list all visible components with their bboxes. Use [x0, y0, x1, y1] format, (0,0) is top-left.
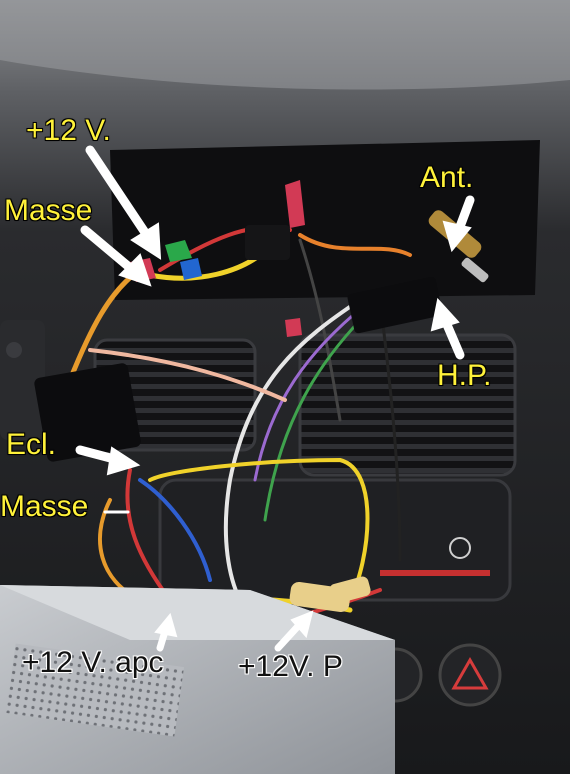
- rear-defrost-icon: [449, 537, 471, 559]
- red-terminal-top: [285, 180, 305, 228]
- light-switch-icon: [6, 342, 22, 358]
- arrow-apc-head: [154, 612, 178, 638]
- arrow-plus12v-head: [130, 222, 162, 260]
- arrow-ant-head: [442, 220, 472, 253]
- arrow-masse-top-head: [118, 253, 152, 287]
- iso-connector-black: [34, 363, 141, 462]
- dashboard-top-edge: [0, 0, 570, 90]
- arrow-p: [274, 620, 304, 652]
- green-spade-terminal: [165, 240, 192, 262]
- arrow-ecl-head: [106, 446, 141, 476]
- radio-label-sticker: [5, 643, 185, 737]
- radio-cavity: [110, 140, 540, 300]
- label-plus12v: +12 V.: [26, 114, 111, 147]
- label-masse-left: Masse: [0, 490, 89, 523]
- label-ant: Ant.: [420, 161, 474, 194]
- label-plus12v-apc: +12 V. apc: [22, 646, 164, 679]
- hazard-button: [438, 643, 502, 707]
- arrow-masse-top: [80, 225, 140, 277]
- right-air-vent: [298, 333, 517, 477]
- arrow-p-head: [290, 610, 314, 639]
- climate-control-panel: [158, 478, 512, 602]
- label-masse-top: Masse: [4, 194, 93, 227]
- speaker-connector: [347, 276, 443, 334]
- temperature-strip: [380, 570, 490, 576]
- label-hp: H.P.: [437, 359, 492, 392]
- blue-spade-terminal: [180, 258, 202, 280]
- label-ecl: Ecl.: [6, 428, 57, 461]
- arrow-hp-head: [430, 297, 460, 332]
- small-connector: [245, 225, 290, 260]
- antenna-plug-tip: [461, 257, 489, 283]
- red-terminal-middle: [285, 318, 302, 337]
- inline-fuse-holder-2: [329, 576, 371, 604]
- arrow-plus12v: [85, 145, 155, 245]
- label-plus12v-p: +12V. P: [238, 650, 343, 683]
- hazard-triangle-icon: [451, 656, 489, 690]
- annotation-arrows: [75, 145, 475, 652]
